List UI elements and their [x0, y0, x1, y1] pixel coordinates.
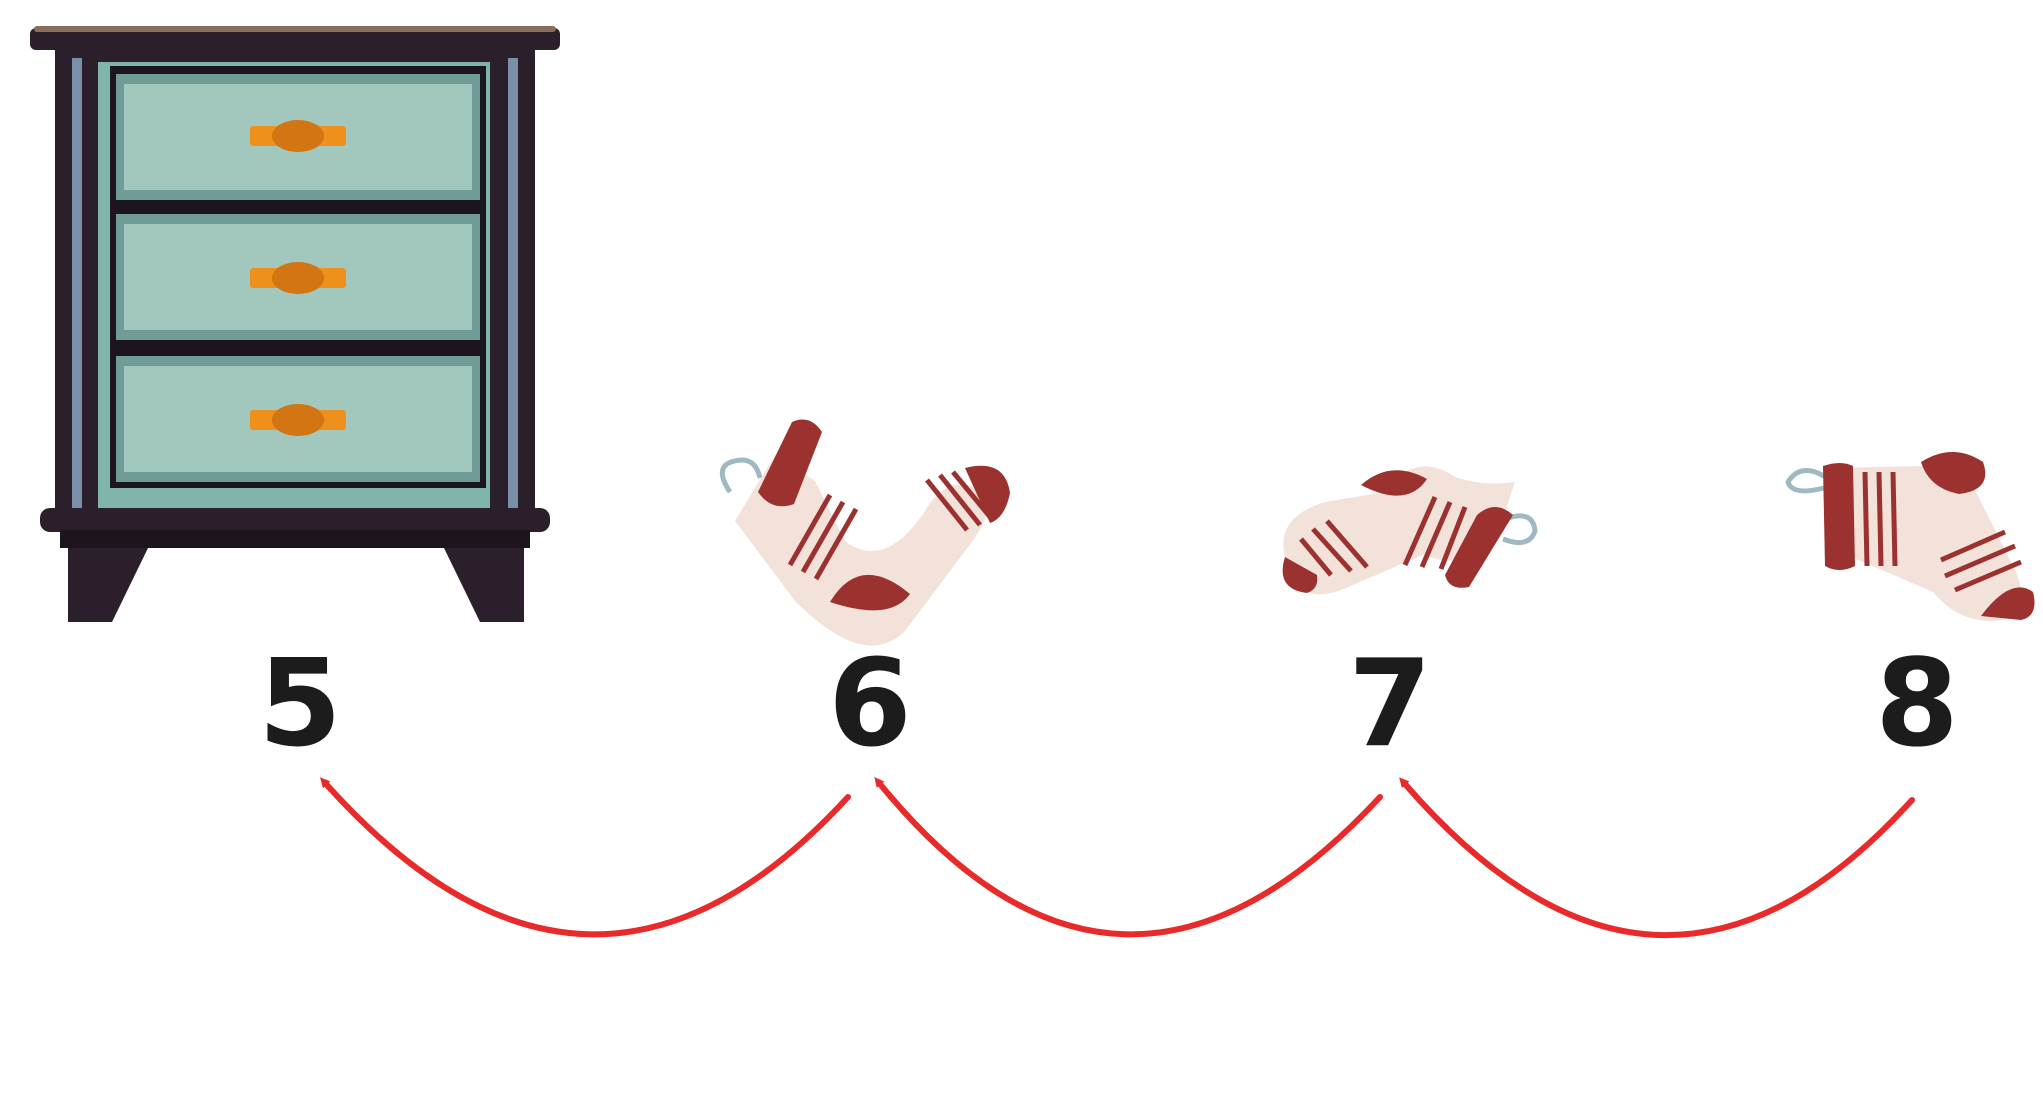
drawer-1 — [116, 74, 480, 200]
hop-arrow-7-to-6 — [874, 777, 1383, 938]
hop-arrow-6-to-5 — [319, 777, 851, 938]
sock-icon — [1282, 466, 1538, 595]
drawer-3 — [116, 356, 480, 482]
number-seven: 7 — [1348, 635, 1432, 774]
drawer-2 — [116, 214, 480, 340]
sock-icon — [719, 419, 1010, 646]
hop-arrow-8-to-7 — [1399, 777, 1915, 939]
dresser-icon — [30, 26, 560, 622]
number-eight: 8 — [1875, 635, 1959, 774]
sock-icon — [1785, 452, 2035, 621]
number-six: 6 — [828, 635, 912, 774]
number-five: 5 — [258, 635, 342, 774]
